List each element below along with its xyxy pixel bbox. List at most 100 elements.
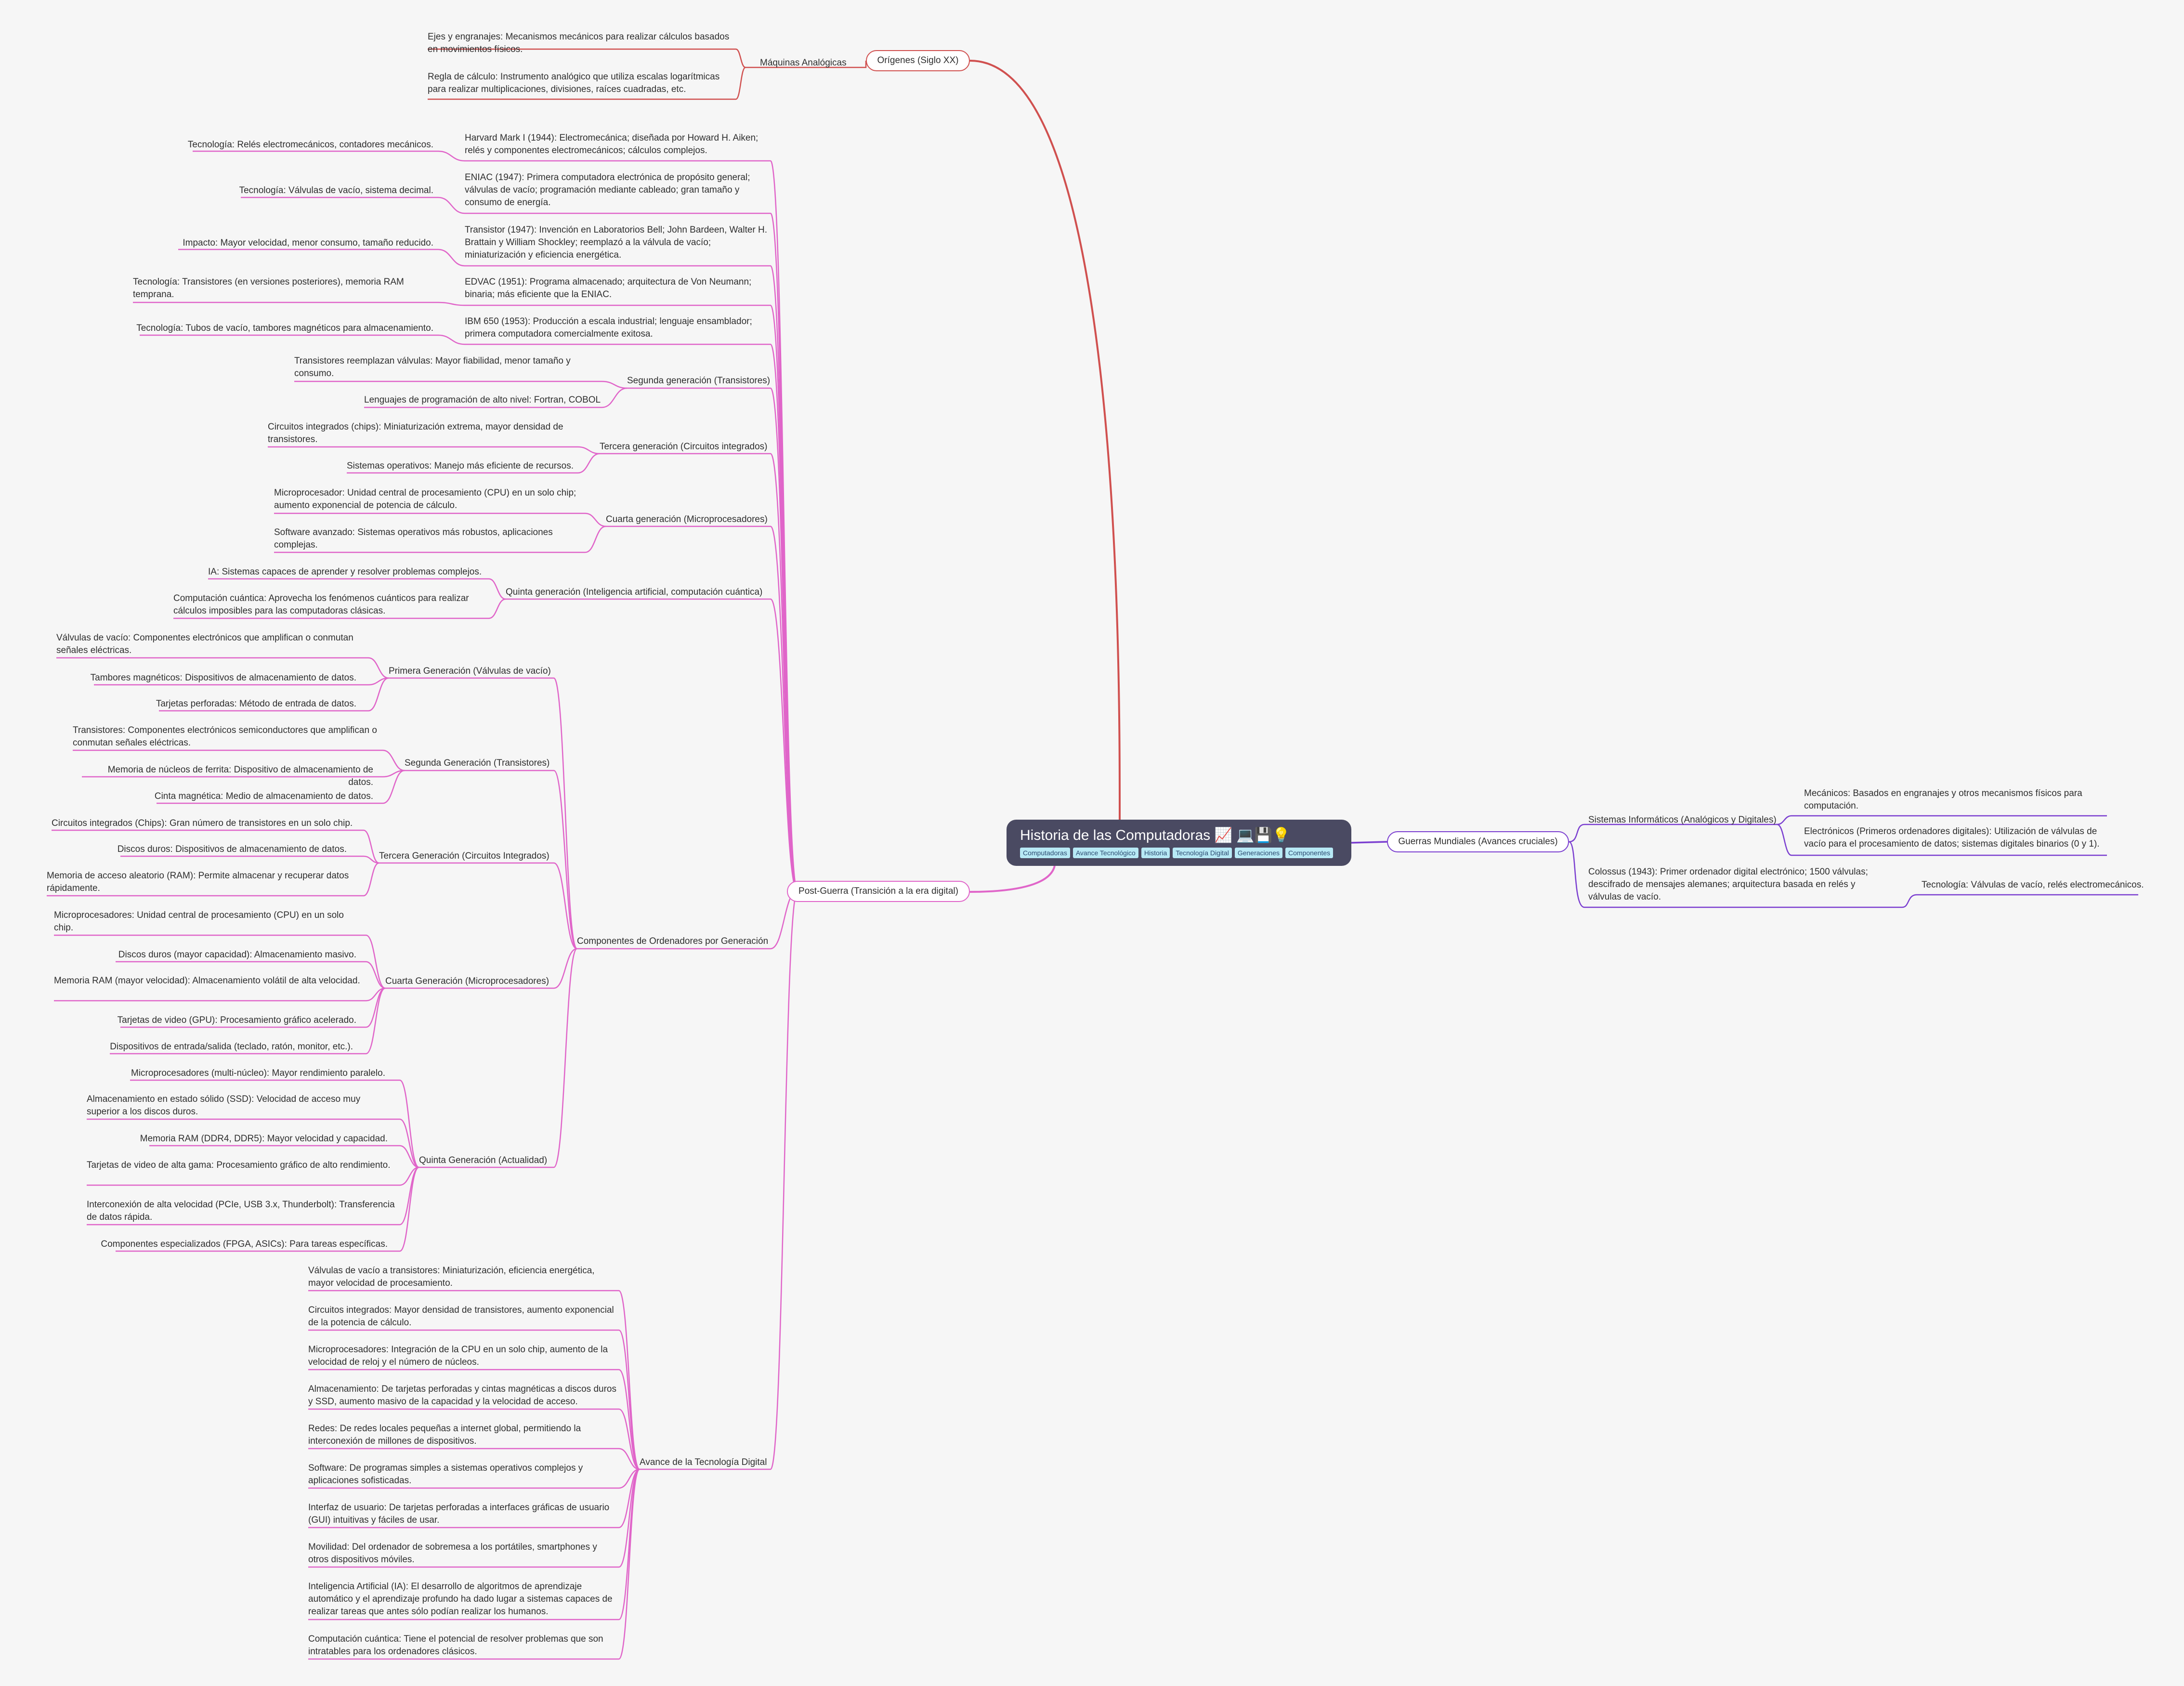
connector-av-10	[618, 1468, 641, 1660]
leaf-av-redes[interactable]: Redes: De redes locales pequeñas a inter…	[308, 1424, 581, 1446]
leaf-seg-lenguajes[interactable]: Lenguajes de programación de alto nivel:…	[364, 395, 601, 405]
connector-g5-3	[399, 1145, 419, 1168]
topic-maquinas-analogicas[interactable]: Máquinas Analógicas	[760, 58, 847, 68]
leaf-seg-transistores[interactable]: Transistores reemplazan válvulas: Mayor …	[294, 356, 571, 379]
leaf-ibm[interactable]: IBM 650 (1953): Producción a escala indu…	[465, 316, 752, 339]
connector-avance	[770, 890, 798, 1470]
connector-av-3	[618, 1369, 640, 1470]
tag-historia[interactable]: Historia	[1141, 848, 1170, 858]
leaf-colossus-tecnologia[interactable]: Tecnología: Válvulas de vacío, relés ele…	[1922, 880, 2144, 890]
connector-g5-1	[399, 1079, 419, 1168]
leaf-harvard-tecnologia[interactable]: Tecnología: Relés electromecánicos, cont…	[187, 140, 433, 150]
tag-tecnologia-digital[interactable]: Tecnología Digital	[1173, 848, 1232, 858]
leaf-g1-tarjetas[interactable]: Tarjetas perforadas: Método de entrada d…	[156, 699, 356, 709]
leaf-regla[interactable]: Regla de cálculo: Instrumento analógico …	[428, 72, 720, 94]
leaf-transistor-impacto[interactable]: Impacto: Mayor velocidad, menor consumo,…	[183, 238, 433, 248]
topic-tercera-generacion-comp[interactable]: Tercera Generación (Circuitos Integrados…	[379, 851, 549, 861]
leaf-harvard[interactable]: Harvard Mark I (1944): Electromecánica; …	[465, 133, 759, 156]
leaf-qui-ia[interactable]: IA: Sistemas capaces de aprender y resol…	[208, 567, 482, 577]
connector-g4-1	[366, 934, 386, 989]
connector-av-8	[618, 1468, 640, 1568]
leaf-av-almacenamiento[interactable]: Almacenamiento: De tarjetas perforadas y…	[308, 1384, 616, 1407]
leaf-edvac[interactable]: EDVAC (1951): Programa almacenado; arqui…	[465, 277, 752, 300]
leaf-g2-ferrita[interactable]: Memoria de núcleos de ferrita: Dispositi…	[107, 765, 373, 787]
leaf-g5-multinucleo[interactable]: Microprocesadores (multi-núcleo): Mayor …	[131, 1068, 385, 1078]
connector-av-9	[618, 1468, 641, 1621]
leaf-g5-ssd[interactable]: Almacenamiento en estado sólido (SSD): V…	[87, 1094, 361, 1117]
leaf-g4-ram[interactable]: Memoria RAM (mayor velocidad): Almacenam…	[54, 976, 360, 986]
leaf-g5-interconexion[interactable]: Interconexión de alta velocidad (PCIe, U…	[87, 1200, 395, 1222]
leaf-g1-tambores[interactable]: Tambores magnéticos: Dispositivos de alm…	[90, 673, 356, 683]
connector-edvac-tec	[438, 301, 465, 306]
connector-g4	[553, 948, 577, 989]
leaf-g5-video[interactable]: Tarjetas de video de alta gama: Procesam…	[87, 1160, 391, 1170]
leaf-edvac-tecnologia[interactable]: Tecnología: Transistores (en versiones p…	[133, 277, 404, 300]
connector-g5-4	[399, 1166, 419, 1186]
topic-cuarta-generacion-comp[interactable]: Cuarta Generación (Microprocesadores)	[385, 976, 549, 986]
topic-quinta-generacion[interactable]: Quinta generación (Inteligencia artifici…	[506, 587, 763, 597]
leaf-ter-circuitos[interactable]: Circuitos integrados (chips): Miniaturiz…	[268, 422, 563, 444]
topic-sistemas-informaticos[interactable]: Sistemas Informáticos (Analógicos y Digi…	[1588, 815, 1777, 825]
leaf-ibm-tecnologia[interactable]: Tecnología: Tubos de vacío, tambores mag…	[136, 323, 433, 333]
tag-computadoras[interactable]: Computadoras	[1020, 848, 1070, 858]
topic-cuarta-generacion[interactable]: Cuarta generación (Microprocesadores)	[606, 514, 768, 524]
connector-ter-1	[577, 446, 600, 455]
topic-quinta-generacion-comp[interactable]: Quinta Generación (Actualidad)	[419, 1155, 548, 1165]
leaf-mecanicos[interactable]: Mecánicos: Basados en engranajes y otros…	[1804, 788, 2082, 811]
connector-g4-2	[366, 961, 386, 989]
leaf-cua-software[interactable]: Software avanzado: Sistemas operativos m…	[274, 527, 553, 550]
leaf-transistor[interactable]: Transistor (1947): Invención en Laborato…	[465, 225, 768, 260]
leaf-ejes[interactable]: Ejes y engranajes: Mecanismos mecánicos …	[428, 32, 730, 54]
tag-componentes[interactable]: Componentes	[1285, 848, 1334, 858]
leaf-eniac-tecnologia[interactable]: Tecnología: Válvulas de vacío, sistema d…	[239, 185, 433, 196]
topic-tercera-generacion[interactable]: Tercera generación (Circuitos integrados…	[600, 442, 768, 452]
topic-segunda-generacion[interactable]: Segunda generación (Transistores)	[627, 376, 771, 386]
tag-generaciones[interactable]: Generaciones	[1234, 848, 1283, 858]
topic-origenes[interactable]: Orígenes (Siglo XX)	[866, 50, 970, 71]
connector-seg	[770, 387, 798, 892]
leaf-colossus[interactable]: Colossus (1943): Primer ordenador digita…	[1588, 867, 1868, 902]
leaf-eniac[interactable]: ENIAC (1947): Primera computadora electr…	[465, 172, 750, 208]
leaf-g2-cinta[interactable]: Cinta magnética: Medio de almacenamiento…	[154, 791, 373, 801]
root-topic[interactable]: Historia de las Computadoras 📈 💻💾💡 Compu…	[1007, 820, 1351, 866]
connector-g1-3	[368, 677, 389, 712]
leaf-g4-gpu[interactable]: Tarjetas de video (GPU): Procesamiento g…	[117, 1015, 356, 1025]
connector-qui-1	[488, 578, 506, 600]
leaf-g3-discos[interactable]: Discos duros: Dispositivos de almacenami…	[117, 844, 347, 854]
topic-segunda-generacion-comp[interactable]: Segunda Generación (Transistores)	[405, 758, 550, 768]
root-tags: Computadoras Avance Tecnológico Historia…	[1020, 848, 1338, 858]
topic-componentes[interactable]: Componentes de Ordenadores por Generació…	[577, 936, 769, 946]
connector-electronicos	[1777, 823, 1792, 856]
leaf-av-software[interactable]: Software: De programas simples a sistema…	[308, 1463, 583, 1486]
connector-g5-6	[399, 1166, 419, 1252]
leaf-av-valvulas[interactable]: Válvulas de vacío a transistores: Miniat…	[308, 1266, 595, 1288]
connector-g2-3	[382, 770, 405, 804]
leaf-cua-microprocesador[interactable]: Microprocesador: Unidad central de proce…	[274, 488, 576, 510]
leaf-g4-io[interactable]: Dispositivos de entrada/salida (teclado,…	[110, 1042, 353, 1052]
tag-avance[interactable]: Avance Tecnológico	[1072, 848, 1138, 858]
topic-guerras[interactable]: Guerras Mundiales (Avances cruciales)	[1387, 831, 1569, 852]
leaf-av-microprocesadores[interactable]: Microprocesadores: Integración de la CPU…	[308, 1345, 608, 1367]
topic-post-guerra[interactable]: Post-Guerra (Transición a la era digital…	[787, 881, 970, 902]
leaf-av-interfaz[interactable]: Interfaz de usuario: De tarjetas perfora…	[308, 1503, 610, 1525]
leaf-av-circuitos[interactable]: Circuitos integrados: Mayor densidad de …	[308, 1305, 614, 1328]
connector-av-4	[618, 1408, 640, 1470]
leaf-qui-cuantica[interactable]: Computación cuántica: Aprovecha los fenó…	[173, 593, 469, 616]
leaf-ter-sistemas[interactable]: Sistemas operativos: Manejo más eficient…	[347, 461, 574, 471]
topic-primera-generacion-comp[interactable]: Primera Generación (Válvulas de vacío)	[389, 666, 551, 676]
leaf-g5-fpga[interactable]: Componentes especializados (FPGA, ASICs)…	[101, 1239, 388, 1249]
connector-av-2	[618, 1329, 640, 1470]
leaf-g4-microprocesadores[interactable]: Microprocesadores: Unidad central de pro…	[54, 910, 344, 933]
connector-g3-2	[363, 855, 379, 864]
leaf-g5-ddr[interactable]: Memoria RAM (DDR4, DDR5): Mayor velocida…	[140, 1134, 388, 1144]
leaf-g2-transistores[interactable]: Transistores: Componentes electrónicos s…	[73, 725, 377, 748]
leaf-g1-valvulas[interactable]: Válvulas de vacío: Componentes electróni…	[56, 633, 353, 655]
topic-avance-tecnologia[interactable]: Avance de la Tecnología Digital	[640, 1457, 767, 1467]
leaf-g4-discos[interactable]: Discos duros (mayor capacidad): Almacena…	[118, 950, 356, 960]
leaf-g3-ram[interactable]: Memoria de acceso aleatorio (RAM): Permi…	[47, 871, 349, 893]
leaf-av-movilidad[interactable]: Movilidad: Del ordenador de sobremesa a …	[308, 1542, 597, 1565]
leaf-electronicos[interactable]: Electrónicos (Primeros ordenadores digit…	[1804, 826, 2100, 849]
leaf-av-ia[interactable]: Inteligencia Artificial (IA): El desarro…	[308, 1581, 613, 1617]
leaf-av-cuantica[interactable]: Computación cuántica: Tiene el potencial…	[308, 1634, 603, 1657]
leaf-g3-chips[interactable]: Circuitos integrados (Chips): Gran númer…	[52, 818, 353, 828]
